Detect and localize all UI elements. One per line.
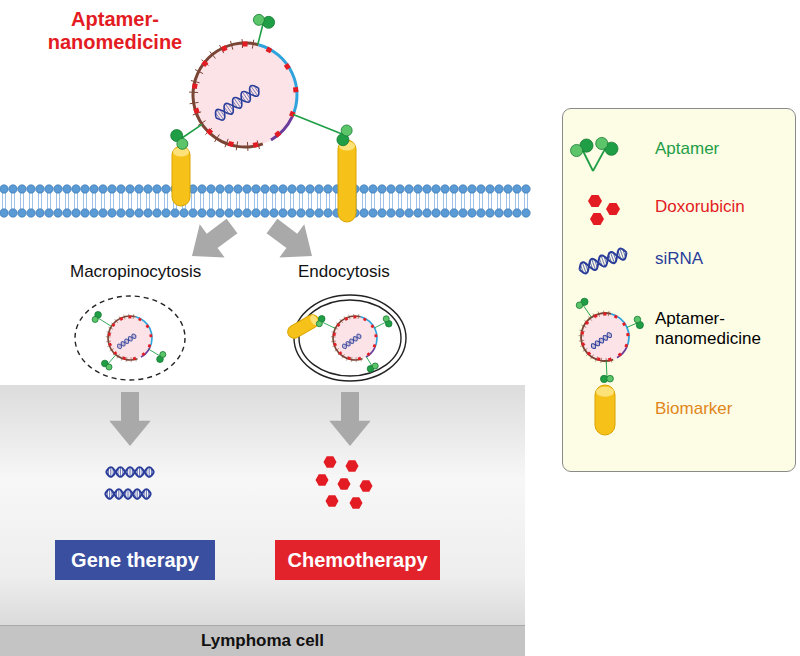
doxorubicin-molecule <box>316 474 329 485</box>
cell-interior-illustration <box>0 385 525 656</box>
pathway-label: Macropinocytosis <box>70 262 201 282</box>
aptamer-stem <box>375 322 386 328</box>
aptamer-stem <box>366 357 372 366</box>
aptamer-head <box>372 363 378 369</box>
doxorubicin-molecule <box>588 195 602 207</box>
cell-membrane <box>0 185 530 217</box>
aptamer-head <box>341 125 352 136</box>
doxorubicin-molecule <box>350 497 363 508</box>
process-arrow <box>109 392 150 446</box>
legend-label: Doxorubicin <box>655 197 780 217</box>
biomarker-receptor <box>285 312 321 340</box>
legend-label: Aptamer <box>655 139 780 159</box>
aptamer-stem <box>583 151 593 171</box>
box-label: Gene therapy <box>71 549 199 572</box>
aptamer-head <box>571 144 583 156</box>
legend-label: Biomarker <box>655 399 780 419</box>
nanoparticle <box>576 298 643 382</box>
box-label: Chemotherapy <box>287 549 427 572</box>
sirna-helix <box>212 83 262 123</box>
aptamer-head <box>576 302 583 309</box>
sirna-helix <box>105 489 151 499</box>
sirna-helix <box>577 247 628 275</box>
aptamer-head <box>106 364 112 370</box>
aptamer-stem <box>258 24 263 45</box>
aptamer-head <box>316 321 322 327</box>
aptamer-head <box>92 316 98 322</box>
aptamer-stem <box>149 349 160 356</box>
aptamer-head <box>607 375 614 382</box>
process-box: Gene therapy <box>55 540 215 580</box>
aptamer-stem <box>293 114 342 134</box>
biomarker-receptor <box>595 385 615 435</box>
sirna-helix <box>116 333 137 350</box>
sirna-helix <box>590 331 613 349</box>
macropinosome <box>75 296 185 380</box>
aptamer-head <box>253 14 264 25</box>
aptamer-head <box>383 316 389 322</box>
biomarker-receptor <box>172 146 190 206</box>
aptamer-stem <box>182 124 202 138</box>
nanoparticle <box>171 14 352 151</box>
cell-region: Lymphoma cell Gene therapy Chemotherapy <box>0 385 525 656</box>
nanoparticle <box>92 311 166 370</box>
aptamer-stem <box>322 322 335 328</box>
aptamer-head <box>160 351 166 357</box>
aptamer-stem <box>583 305 591 317</box>
title-label: Aptamer- nanomedicine <box>40 8 190 54</box>
biomarker-receptor <box>338 140 356 222</box>
aptamer-stem <box>606 361 608 377</box>
legend-label: siRNA <box>655 249 780 269</box>
nanoparticle <box>316 314 392 372</box>
doxorubicin-molecule <box>324 456 337 467</box>
doxorubicin-molecule <box>360 480 373 491</box>
aptamer-head <box>634 316 641 323</box>
aptamer-stem <box>593 149 605 171</box>
doxorubicin-molecule <box>590 213 604 225</box>
endosome <box>285 295 406 381</box>
process-arrow <box>192 219 237 258</box>
aptamer-head <box>596 137 608 149</box>
aptamer-stem <box>627 323 637 327</box>
pathway-label: Endocytosis <box>298 262 390 282</box>
legend-label: Aptamer- nanomedicine <box>655 309 780 350</box>
doxorubicin-molecule <box>606 203 620 215</box>
process-arrow <box>329 392 370 446</box>
doxorubicin-molecule <box>338 478 351 489</box>
doxorubicin-molecule <box>346 460 359 471</box>
process-arrow <box>267 219 312 258</box>
aptamer-stem <box>98 318 111 326</box>
sirna-helix <box>341 333 362 350</box>
sirna-helix <box>106 467 154 477</box>
legend-panel: AptamerDoxorubicin siRNA Aptamer- nanomedi… <box>562 108 796 472</box>
process-box: Chemotherapy <box>275 540 440 580</box>
doxorubicin-molecule <box>326 495 339 506</box>
region-label: Lymphoma cell <box>0 625 525 656</box>
aptamer-stem <box>108 355 116 364</box>
aptamer-head <box>177 138 188 149</box>
